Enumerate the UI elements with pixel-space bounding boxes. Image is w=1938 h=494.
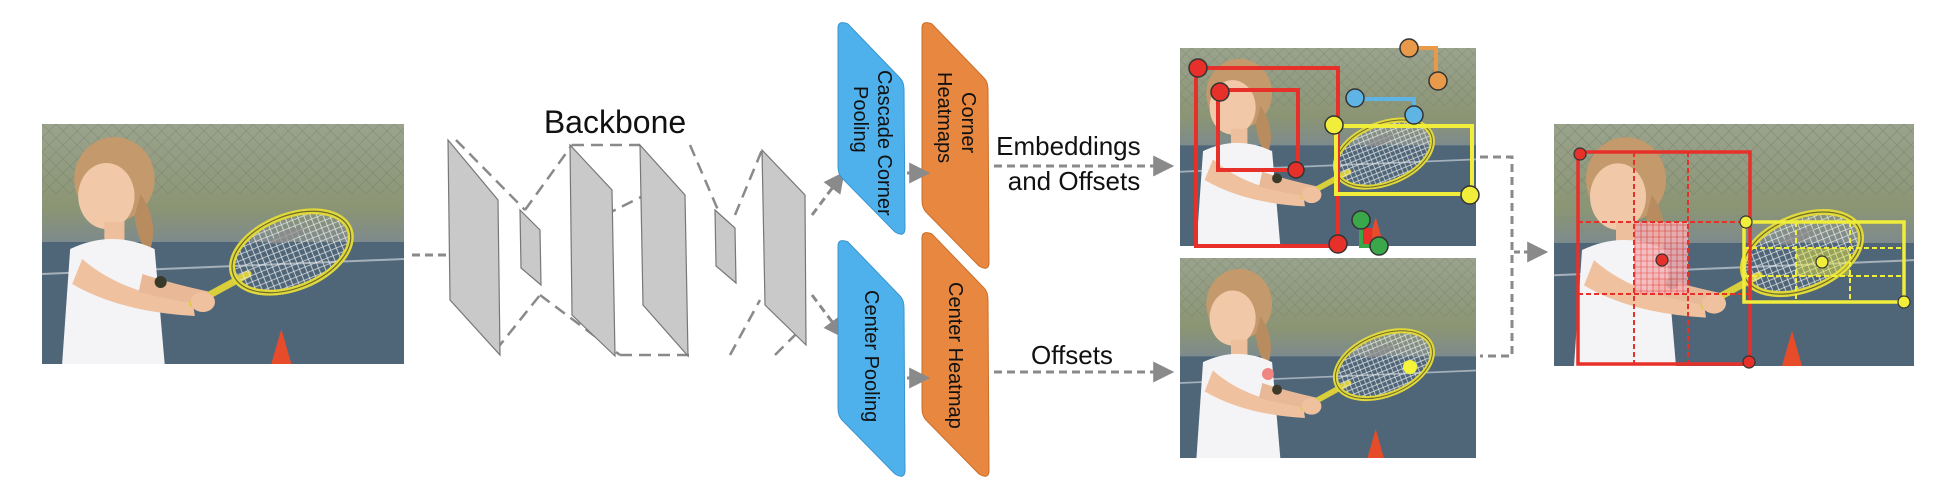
- backbone-to-cascade-arrow: [810, 171, 845, 216]
- backbone-layer-3: [569, 143, 616, 358]
- backbone-label: Backbone: [544, 104, 686, 140]
- corner-box-red-small: [1216, 88, 1300, 172]
- corner-heatmaps-module: Corner Heatmaps: [921, 22, 990, 269]
- final-dot-red: [1742, 355, 1756, 369]
- cascade-corner-pooling-label-1: Cascade Corner: [873, 70, 895, 216]
- offsets-label: Offsets: [1031, 340, 1113, 370]
- corner-dot-red: [1188, 58, 1208, 78]
- final-dot-yellow: [1739, 215, 1753, 229]
- corner-box-yellow: [1334, 124, 1474, 196]
- center-dot-red: [1262, 368, 1274, 380]
- merge-arrows: [1480, 155, 1514, 358]
- backbone-to-center-arrow: [810, 294, 845, 339]
- corner-dot-green: [1369, 236, 1389, 256]
- center-pooling-module: Center Pooling: [837, 240, 906, 477]
- corner-dot-blue: [1345, 88, 1365, 108]
- corner-dot-yellow: [1324, 115, 1344, 135]
- corner-dot-red: [1328, 234, 1348, 254]
- final-box-yellow: [1742, 220, 1906, 304]
- svg-text:Corner Heatmaps: Corner Heatmaps: [933, 72, 979, 163]
- final-dot-yellow: [1897, 295, 1911, 309]
- corner-dot-red: [1287, 161, 1305, 179]
- svg-text:Cascade Corner Pooling: Cascade Corner Pooling: [849, 70, 895, 221]
- final-box-red: [1576, 150, 1752, 366]
- corner-dot-orange: [1428, 71, 1448, 91]
- final-dot-yellow: [1815, 255, 1829, 269]
- backbone-layer-5: [714, 208, 737, 285]
- cascade-corner-pooling-label-2: Pooling: [849, 86, 871, 153]
- backbone-layer-2: [519, 208, 542, 287]
- embeddings-offsets-label: Embeddings and Offsets: [996, 131, 1148, 196]
- cascade-corner-pooling-module: Cascade Corner Pooling: [837, 22, 906, 235]
- corner-dot-red: [1210, 82, 1230, 102]
- center-heatmap-module: Center Heatmap: [921, 232, 990, 477]
- corner-dot-green: [1351, 210, 1371, 230]
- final-dot-red: [1573, 147, 1587, 161]
- corner-dot-orange: [1399, 38, 1419, 58]
- backbone-connectors: [455, 139, 801, 357]
- final-output-image: [1554, 124, 1914, 369]
- backbone-layer-4: [639, 143, 689, 358]
- input-image: [42, 124, 404, 364]
- center-output-image: [1180, 258, 1476, 458]
- corner-heatmaps-label-1: Corner: [957, 92, 979, 153]
- corner-dot-yellow: [1460, 185, 1480, 205]
- backbone-layer-1: [447, 138, 501, 357]
- backbone-layer-6: [761, 148, 807, 347]
- final-dot-red: [1655, 253, 1669, 267]
- center-heatmap-label: Center Heatmap: [944, 282, 966, 429]
- center-pooling-label: Center Pooling: [860, 290, 882, 422]
- backbone: Backbone: [447, 104, 807, 358]
- corner-output-image: [1180, 38, 1480, 256]
- center-dot-yellow: [1403, 360, 1417, 374]
- corner-heatmaps-label-2: Heatmaps: [933, 72, 955, 163]
- corner-dot-blue: [1404, 105, 1424, 125]
